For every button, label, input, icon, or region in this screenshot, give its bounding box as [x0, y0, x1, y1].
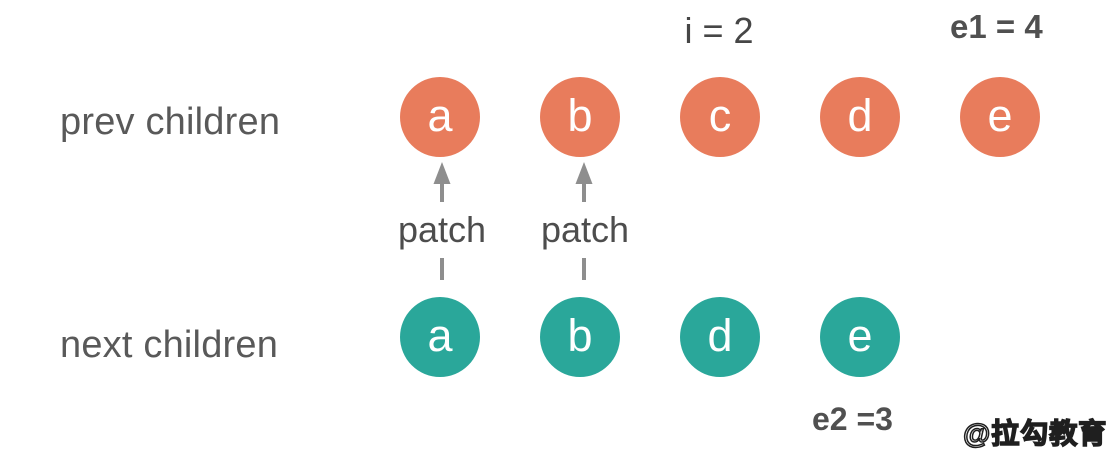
e2-annotation: e2 =3	[812, 401, 893, 437]
prev-node-a: a	[400, 77, 480, 157]
watermark: @拉勾教育	[962, 417, 1108, 450]
node-letter: e	[847, 309, 873, 361]
prev-node-d: d	[820, 77, 900, 157]
node-letter: e	[987, 89, 1013, 141]
prev-node-b: b	[540, 77, 620, 157]
next-children-label: next children	[60, 324, 279, 366]
e1-annotation: e1 = 4	[950, 8, 1043, 45]
prev-node-c: c	[680, 77, 760, 157]
node-letter: d	[707, 309, 733, 361]
node-letter: b	[567, 89, 593, 141]
arrow-head-icon	[575, 162, 593, 184]
next-node-b: b	[540, 297, 620, 377]
node-letter: b	[567, 309, 593, 361]
next-node-e: e	[820, 297, 900, 377]
next-node-a: a	[400, 297, 480, 377]
prev-node-e: e	[960, 77, 1040, 157]
next-node-d: d	[680, 297, 760, 377]
node-letter: d	[847, 89, 873, 141]
patch-label-2: patch	[525, 202, 645, 258]
arrow-head-icon	[433, 162, 451, 184]
node-letter: a	[427, 89, 453, 141]
patch-label-1: patch	[382, 202, 502, 258]
node-letter: a	[427, 309, 453, 361]
node-letter: c	[708, 89, 732, 141]
prev-children-label: prev children	[60, 101, 281, 143]
index-badge: i = 2	[658, 3, 780, 58]
